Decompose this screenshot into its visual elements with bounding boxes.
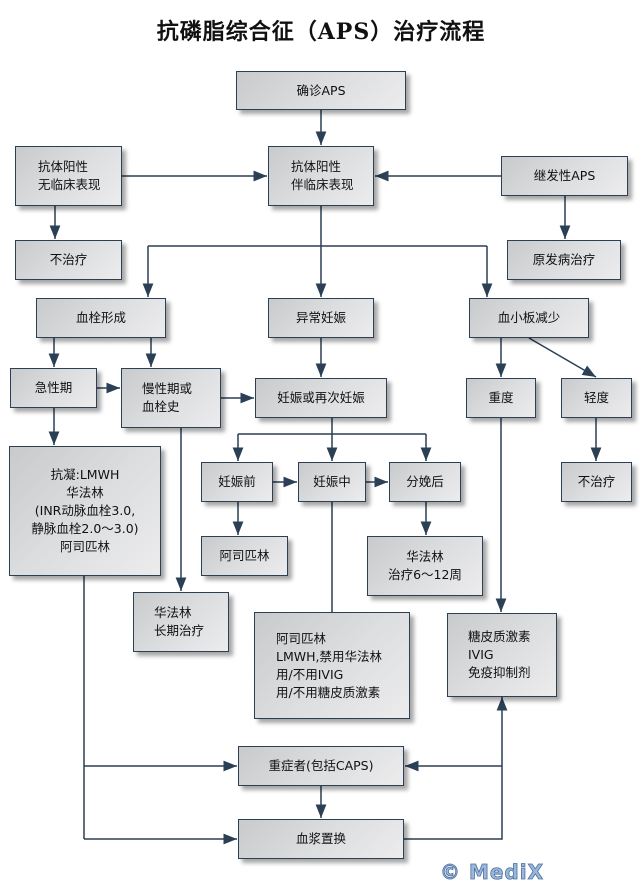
node-label: 血栓形成	[75, 310, 126, 325]
node-label: 重症者(包括CAPS)	[268, 758, 374, 773]
medix-watermark: © MediX	[440, 860, 545, 884]
node-label: 妊娠前	[218, 474, 256, 489]
node-thrombocytopenia: 血小板减少	[469, 298, 589, 338]
node-label: 抗体阳性 伴临床表现	[291, 159, 354, 192]
node-label: 急性期	[34, 380, 73, 395]
node-label: 不治疗	[49, 252, 88, 267]
node-postpartum: 分娩后	[389, 462, 461, 502]
node-secondary-aps: 继发性APS	[501, 156, 628, 196]
node-mild: 轻度	[561, 378, 632, 418]
node-abnormal-pregnancy: 异常妊娠	[268, 298, 374, 338]
node-label: 血小板减少	[497, 310, 561, 325]
diagram-title: 抗磷脂综合征（APS）治疗流程	[156, 19, 486, 45]
node-acute-phase: 急性期	[10, 368, 97, 408]
node-no-treatment-1: 不治疗	[15, 240, 122, 280]
node-label: 分娩后	[406, 474, 444, 489]
node-pre-pregnancy: 妊娠前	[201, 462, 273, 502]
node-label: 慢性期或 血栓史	[142, 381, 193, 414]
node-anticoagulation: 抗凝:LMWH 华法林 (INR动脉血栓3.0, 静脉血栓2.0～3.0) 阿司…	[9, 446, 161, 576]
node-label: 华法林 治疗6～12周	[388, 549, 462, 582]
node-label: 异常妊娠	[295, 310, 346, 325]
node-confirm-aps: 确诊APS	[236, 71, 406, 110]
node-label: 华法林 长期治疗	[154, 605, 205, 638]
node-severe-caps: 重症者(包括CAPS)	[238, 746, 404, 786]
node-aspirin: 阿司匹林	[201, 536, 288, 576]
node-severe-treatment: 糖皮质激素 IVIG 免疫抑制剂	[447, 613, 557, 697]
node-label: 原发病治疗	[532, 252, 596, 267]
node-label: 血浆置换	[295, 831, 346, 846]
node-label: 继发性APS	[533, 168, 596, 183]
node-label: 轻度	[583, 390, 609, 405]
node-label: 不治疗	[577, 474, 616, 489]
node-label: 阿司匹林 LMWH,禁用华法林 用/不用IVIG 用/不用糖皮质激素	[276, 630, 382, 700]
node-label: 抗体阳性 无临床表现	[38, 159, 101, 192]
node-plasma-exchange: 血浆置换	[238, 819, 404, 859]
node-during-pregnancy: 妊娠中	[298, 462, 366, 502]
node-label: 重度	[488, 390, 514, 405]
node-warfarin-long-term: 华法林 长期治疗	[133, 592, 229, 652]
node-label: 阿司匹林	[219, 548, 270, 563]
node-chronic-phase: 慢性期或 血栓史	[121, 368, 221, 428]
node-primary-disease-treatment: 原发病治疗	[507, 240, 621, 280]
edge-thrombocytopenia-to-mild	[528, 337, 597, 378]
node-label: 糖皮质激素 IVIG 免疫抑制剂	[468, 629, 531, 680]
node-warfarin-postpartum: 华法林 治疗6～12周	[367, 536, 483, 596]
node-label: 抗凝:LMWH 华法林 (INR动脉血栓3.0, 静脉血栓2.0～3.0) 阿司…	[31, 467, 139, 554]
node-label: 确诊APS	[296, 82, 346, 98]
node-thrombosis: 血栓形成	[36, 298, 166, 338]
node-severe: 重度	[466, 378, 536, 418]
node-antibody-no-clinical: 抗体阳性 无临床表现	[15, 146, 122, 206]
edge-plasma-right-rail	[404, 697, 508, 840]
node-label: 妊娠或再次妊娠	[277, 390, 365, 405]
node-during-pregnancy-treatment: 阿司匹林 LMWH,禁用华法林 用/不用IVIG 用/不用糖皮质激素	[254, 612, 410, 719]
node-label: 妊娠中	[313, 474, 351, 489]
node-antibody-clinical: 抗体阳性 伴临床表现	[268, 146, 374, 206]
node-no-treatment-2: 不治疗	[561, 462, 632, 502]
node-pregnancy: 妊娠或再次妊娠	[255, 378, 387, 418]
